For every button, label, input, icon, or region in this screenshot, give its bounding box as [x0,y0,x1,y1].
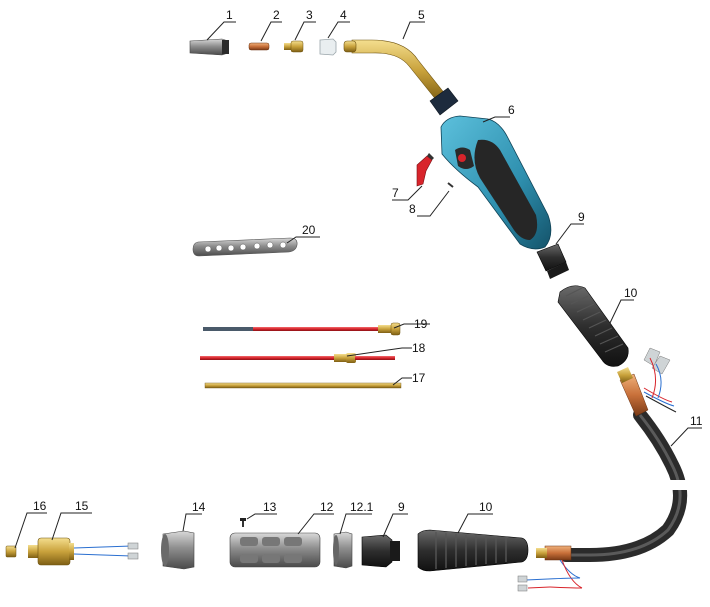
brass-liner [204,382,402,389]
cable-support-spring-lower [417,529,529,572]
pin [447,182,454,188]
label-part-7: 7 [392,186,399,200]
label-part-9-lower: 9 [398,500,405,514]
label-part-3: 3 [306,8,313,22]
torch-handle [440,115,552,250]
insulator [319,38,337,56]
leader-lines [14,21,702,549]
label-part-6: 6 [508,103,515,117]
label-part-20: 20 [302,223,316,237]
red-liner-with-fitting [203,322,401,336]
label-part-19: 19 [414,317,428,331]
label-part-2: 2 [273,8,280,22]
gas-nozzle [189,38,229,56]
label-part-4: 4 [340,8,347,22]
grip-ring [333,531,353,569]
trigger [416,153,434,187]
label-part-1: 1 [226,8,233,22]
label-part-5: 5 [418,8,425,22]
label-part-10-lower: 10 [479,500,493,514]
label-part-8: 8 [409,202,416,216]
cable-assembly [517,347,688,592]
label-part-9-upper: 9 [578,210,585,224]
label-part-15: 15 [75,499,89,513]
key-plate [192,237,298,257]
end-cap [161,530,195,570]
central-connector [28,537,139,566]
screw [240,518,246,527]
nut [5,545,17,558]
label-part-10-upper: 10 [624,286,638,300]
cable-support-spring-upper [557,285,629,367]
red-liner [200,353,395,363]
part-labels: 1 2 3 4 5 6 7 8 9 10 11 20 19 18 17 16 1… [33,8,703,514]
label-part-17: 17 [412,371,426,385]
contact-tip [248,42,270,51]
label-part-18: 18 [412,341,426,355]
label-part-13: 13 [263,500,277,514]
label-part-16: 16 [33,499,47,513]
label-part-12: 12 [320,500,334,514]
connector-grip [229,532,321,568]
tip-holder [284,40,304,53]
label-part-14: 14 [192,500,206,514]
label-part-12-1: 12.1 [350,500,374,514]
swan-neck [343,39,459,116]
ball-joint-lower [361,534,400,568]
label-part-11: 11 [690,414,703,428]
ball-joint-upper [536,243,569,279]
